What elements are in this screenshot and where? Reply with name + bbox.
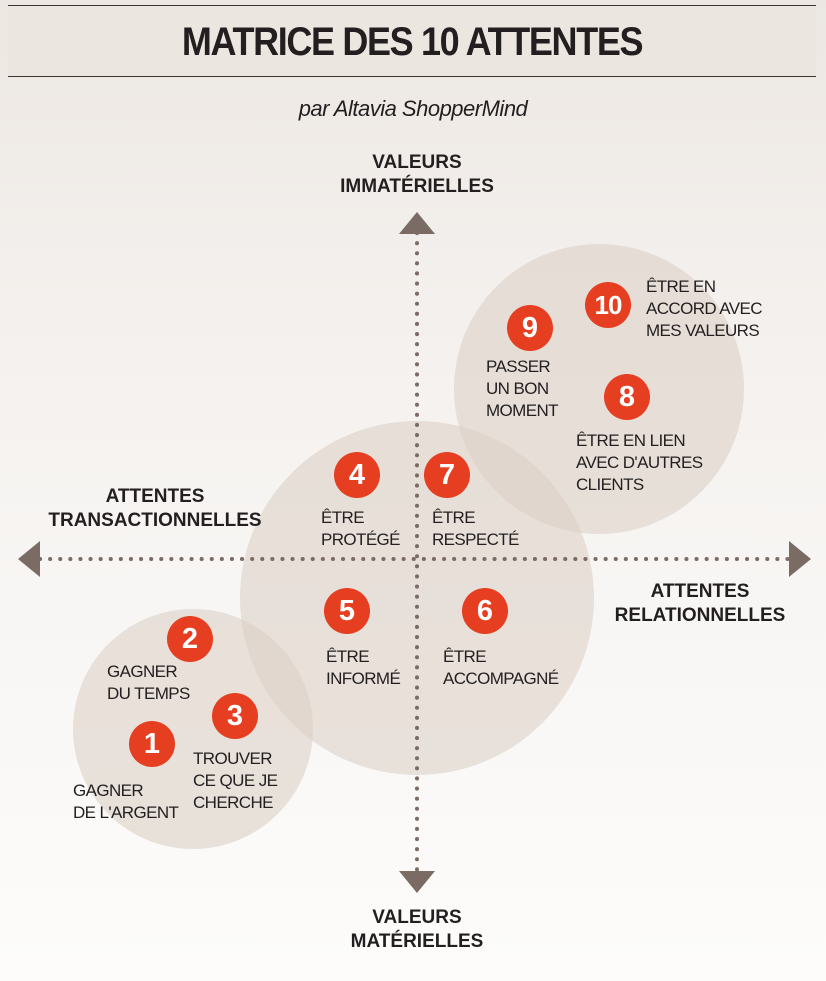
item-label-3: TROUVER CE QUE JE CHERCHE [193, 749, 278, 812]
page-title: MATRICE DES 10 ATTENTES [181, 20, 644, 64]
axis-label-left: ATTENTES TRANSACTIONNELLES [48, 486, 262, 531]
arrow-up-icon [399, 212, 435, 234]
axis-label-top: VALEURS IMMATÉRIELLES [340, 152, 494, 197]
arrow-right-icon [789, 541, 811, 577]
subtitle: par Altavia ShopperMind [298, 96, 528, 121]
arrow-down-icon [399, 871, 435, 893]
badge-1: 1 [129, 721, 175, 767]
item-label-4: ÊTRE PROTÉGÉ [321, 508, 401, 549]
item-label-9: PASSER UN BON MOMENT [486, 357, 559, 420]
axis-label-bottom: VALEURS MATÉRIELLES [350, 907, 484, 952]
badge-3: 3 [212, 693, 258, 739]
badge-9: 9 [507, 305, 553, 351]
item-label-6: ÊTRE ACCOMPAGNÉ [443, 647, 559, 688]
badge-10: 10 [585, 282, 631, 328]
cluster-circle-transactional [73, 609, 313, 849]
item-label-10: ÊTRE EN ACCORD AVEC MES VALEURS [646, 277, 762, 340]
item-label-7: ÊTRE RESPECTÉ [432, 508, 519, 549]
item-label-8: ÊTRE EN LIEN AVEC D'AUTRES CLIENTS [576, 431, 703, 494]
badge-2: 2 [167, 616, 213, 662]
item-label-2: GAGNER DU TEMPS [107, 662, 190, 703]
item-label-1: GAGNER DE L'ARGENT [73, 781, 179, 822]
arrow-left-icon [18, 541, 40, 577]
badge-6: 6 [462, 588, 508, 634]
badge-8: 8 [604, 374, 650, 420]
badge-4: 4 [334, 452, 380, 498]
axis-label-right: ATTENTES RELATIONNELLES [614, 581, 786, 626]
item-label-5: ÊTRE INFORMÉ [326, 647, 401, 688]
badge-5: 5 [324, 588, 370, 634]
title-bar: MATRICE DES 10 ATTENTES [8, 5, 816, 77]
badge-7: 7 [424, 452, 470, 498]
